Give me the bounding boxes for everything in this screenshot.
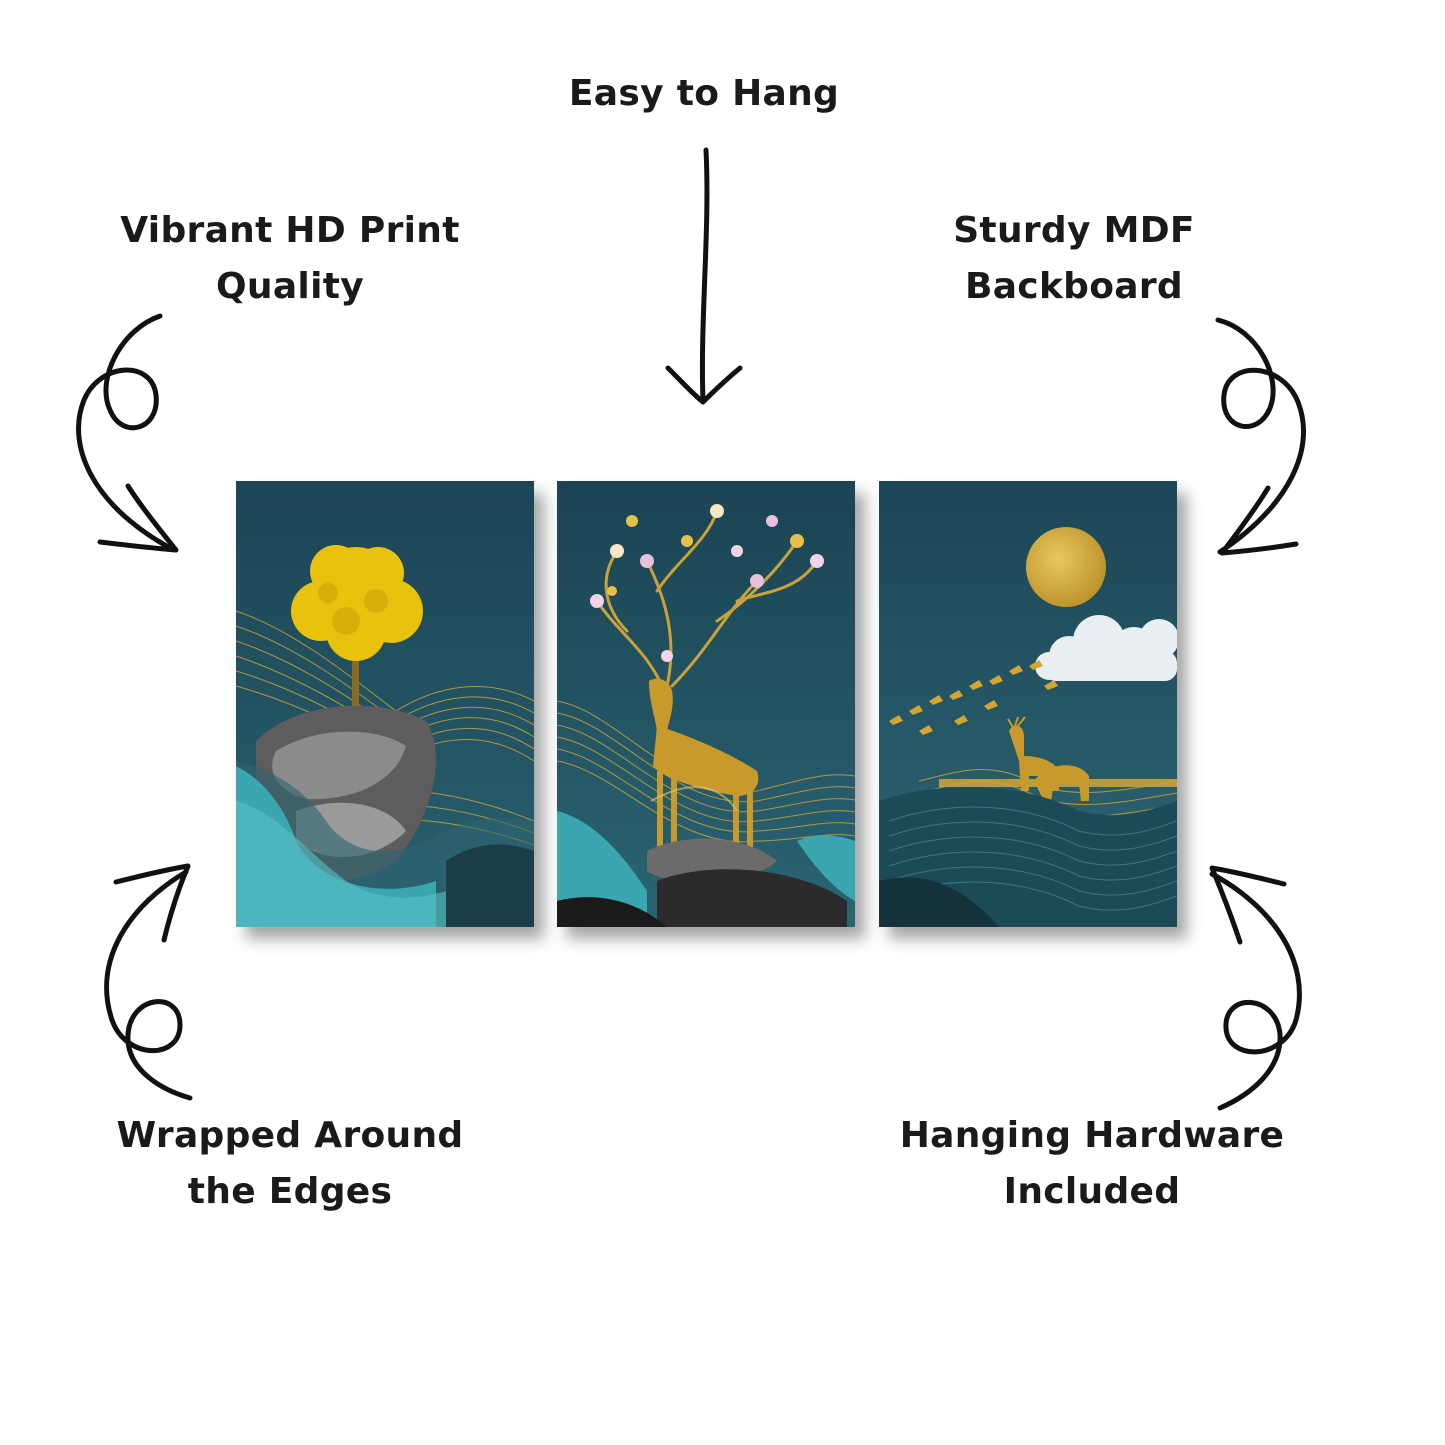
curly-arrow-icon (1209, 865, 1302, 1111)
golden-tree-artwork (236, 481, 534, 927)
canvas-panel-moon-deer (879, 481, 1177, 927)
callout-line: Backboard (964, 266, 1184, 307)
callout-line: Included (1003, 1171, 1181, 1212)
callout-vibrant-hd-print: Vibrant HD Print Quality (70, 203, 510, 315)
callout-sturdy-mdf: Sturdy MDF Backboard (854, 203, 1294, 315)
curly-arrow-icon (1215, 317, 1307, 556)
callout-line: Hanging Hardware (899, 1115, 1285, 1156)
canvas-panel-golden-deer (557, 481, 855, 927)
callout-wrapped-edges: Wrapped Around the Edges (70, 1108, 510, 1220)
curly-arrow-icon (104, 863, 193, 1101)
callout-line: Vibrant HD Print (120, 210, 460, 251)
canvas-panel-golden-tree (236, 481, 534, 927)
straight-down-arrow-icon (665, 147, 743, 405)
callout-hanging-hardware: Hanging Hardware Included (852, 1108, 1332, 1220)
golden-deer-artwork (557, 481, 855, 927)
callout-easy-to-hang: Easy to Hang (454, 66, 954, 122)
callout-line: Easy to Hang (568, 73, 840, 114)
callout-line: Sturdy MDF (953, 210, 1195, 251)
moon-deer-artwork (879, 481, 1177, 927)
callout-line: Wrapped Around (116, 1115, 464, 1156)
callout-line: Quality (216, 266, 364, 307)
curly-arrow-icon (76, 313, 179, 553)
callout-line: the Edges (187, 1171, 393, 1212)
